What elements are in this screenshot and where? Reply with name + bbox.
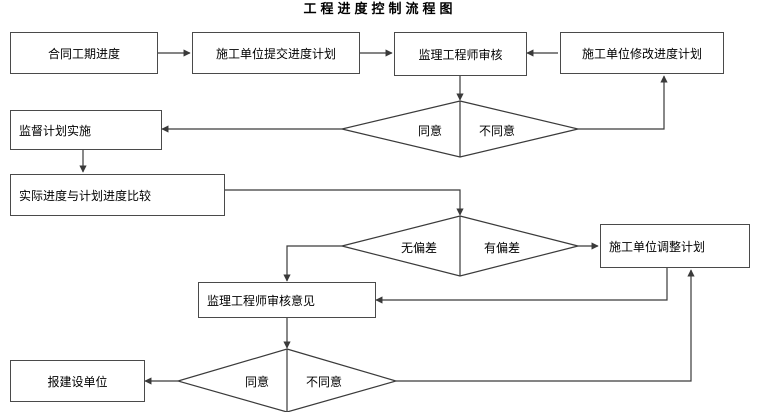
node-label: 监理工程师审核意见 (207, 293, 316, 308)
node-label: 施工单位修改进度计划 (581, 46, 702, 61)
decision-label-final-agree: 同意 (244, 375, 269, 389)
edge-nodeviation-to-opinion (283, 245, 342, 282)
edge-adjust-to-opinion (375, 268, 668, 304)
decision-label-no-deviation: 无偏差 (400, 241, 437, 255)
node-report-to-owner[interactable]: 报建设单位 (10, 360, 145, 402)
node-label: 施工单位调整计划 (609, 239, 706, 254)
node-label: 合同工期进度 (47, 46, 120, 61)
decision-label-review-disagree: 不同意 (478, 124, 515, 138)
node-supervisor-review[interactable]: 监理工程师审核 (394, 32, 527, 76)
edge-disagree-to-revise (578, 75, 668, 130)
node-contractor-adjust-plan[interactable]: 施工单位调整计划 (600, 224, 750, 268)
node-supervise-plan-execution[interactable]: 监督计划实施 (10, 110, 162, 150)
node-label: 实际进度与计划进度比较 (19, 188, 152, 203)
page-title: 工程进度控制流程图 (303, 2, 457, 17)
decision-label-has-deviation: 有偏差 (483, 241, 520, 255)
node-contractor-revise-plan[interactable]: 施工单位修改进度计划 (560, 32, 724, 74)
decision-label-review-agree: 同意 (417, 124, 442, 138)
node-label: 报建设单位 (47, 374, 108, 389)
decision-label-final-disagree: 不同意 (305, 375, 342, 389)
node-supervisor-review-opinion[interactable]: 监理工程师审核意见 (198, 282, 376, 318)
node-contractor-submit-plan[interactable]: 施工单位提交进度计划 (192, 32, 360, 74)
node-compare-actual-vs-plan[interactable]: 实际进度与计划进度比较 (10, 174, 225, 216)
node-label: 监督计划实施 (19, 123, 92, 138)
node-contract-schedule[interactable]: 合同工期进度 (10, 32, 158, 74)
node-label: 监理工程师审核 (418, 47, 503, 62)
node-label: 施工单位提交进度计划 (215, 46, 336, 61)
decision-final-diamond (175, 348, 399, 412)
edge-finaldisagree-to-adjust (396, 269, 695, 382)
edge-compare-to-deviation (225, 189, 464, 216)
